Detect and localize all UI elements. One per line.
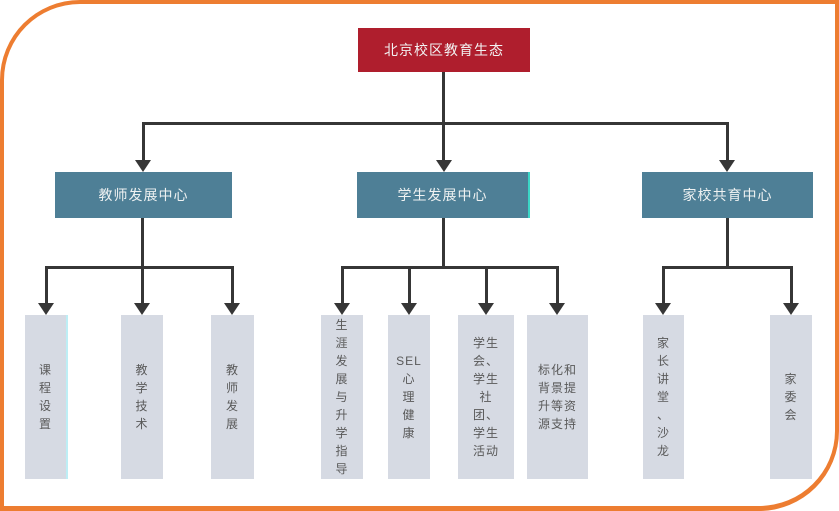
connector-drop-leaf7 [556,266,559,306]
leaf-node-teaching-technology: 教 学 技 术 [121,315,163,479]
leaf-node-standardized-tests-background-resources: 标化和 背景提 升等资 源支持 [527,315,588,479]
connector-level1-bus [142,122,729,125]
leaf-node-student-union-clubs-activities: 学生 会、 学生 社 团、 学生 活动 [458,315,514,479]
connector-drop-leaf5 [408,266,411,306]
arrowhead-down-icon [478,303,494,315]
connector-drop-teacher [142,122,145,162]
arrowhead-down-icon [549,303,565,315]
connector-family-bus [662,266,793,269]
leaf-node-parent-committee: 家 委 会 [770,315,812,479]
arrowhead-down-icon [655,303,671,315]
connector-teacher-vertical [141,218,144,306]
connector-drop-leaf1 [45,266,48,306]
connector-drop-leaf4 [341,266,344,306]
arrowhead-down-icon [38,303,54,315]
connector-drop-family [726,122,729,162]
connector-drop-leaf8 [662,266,665,306]
leaf-node-sel-mental-health: SEL 心 理 健 康 [388,315,430,479]
arrowhead-down-icon [224,303,240,315]
arrowhead-down-icon [134,303,150,315]
arrowhead-down-icon [436,160,452,172]
branch-node-home-school-coeducation-center: 家校共育中心 [642,172,813,218]
arrowhead-down-icon [401,303,417,315]
connector-drop-leaf9 [790,266,793,306]
leaf-node-parent-lectures-salon: 家 长 讲 堂 、 沙 龙 [643,315,684,479]
branch-node-student-development-center: 学生发展中心 [357,172,530,218]
leaf-node-teacher-growth: 教 师 发 展 [211,315,254,479]
arrowhead-down-icon [719,160,735,172]
connector-student-bus [341,266,559,269]
connector-student-vertical [442,218,445,269]
arrowhead-down-icon [135,160,151,172]
leaf-node-career-and-college-guidance: 生 涯 发 展 与 升 学 指 导 [321,315,363,479]
leaf-node-curriculum-setup: 课 程 设 置 [25,315,68,479]
connector-root-vertical [442,72,445,162]
connector-teacher-bus [45,266,234,269]
arrowhead-down-icon [334,303,350,315]
connector-drop-leaf3 [231,266,234,306]
connector-family-vertical [726,218,729,269]
root-node-beijing-campus-education-ecosystem: 北京校区教育生态 [358,28,530,72]
arrowhead-down-icon [783,303,799,315]
branch-node-teacher-development-center: 教师发展中心 [55,172,232,218]
connector-drop-leaf6 [485,266,488,306]
